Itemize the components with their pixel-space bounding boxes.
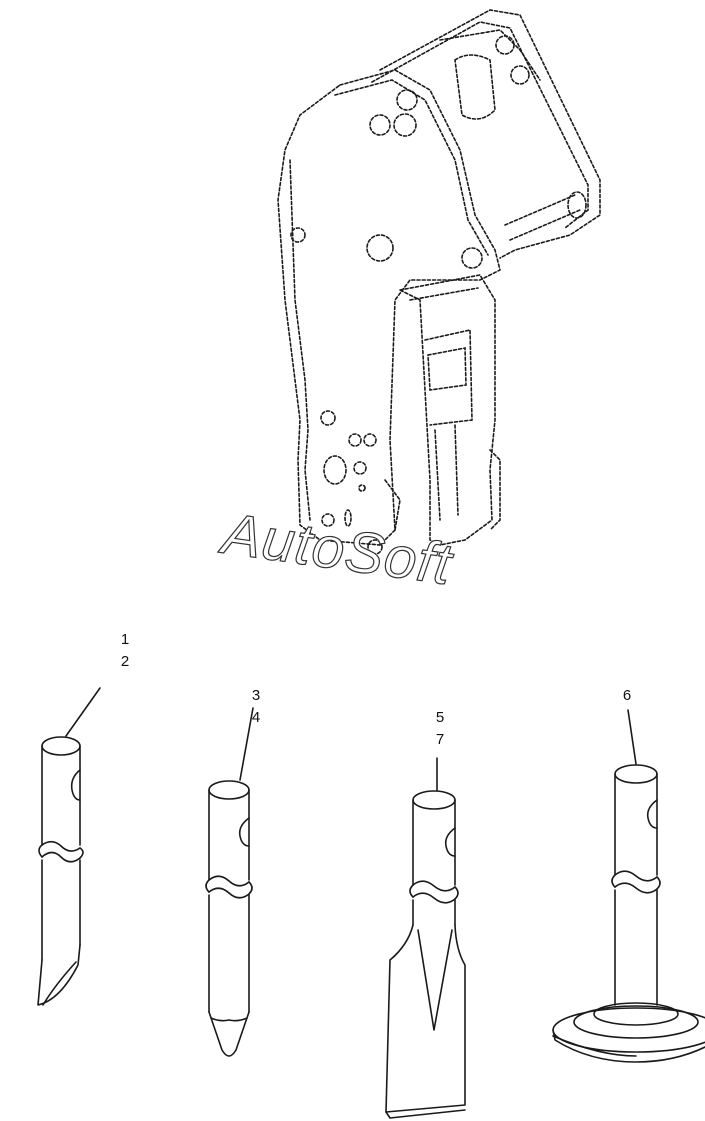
- tool-tamping-pad: [552, 709, 705, 1063]
- callout-label-7: 7: [435, 731, 445, 748]
- breaker-housing: [277, 9, 601, 555]
- callout-label-6: 6: [622, 687, 632, 704]
- callout-label-2: 2: [120, 653, 130, 670]
- tool-wide-chisel: [385, 757, 466, 1119]
- callout-label-4: 4: [251, 709, 261, 726]
- tool-moil-point: [205, 707, 254, 1057]
- tool-chisel-oblique: [37, 687, 101, 1006]
- callout-label-5: 5: [435, 709, 445, 726]
- callout-label-1: 1: [120, 631, 130, 648]
- callout-label-3: 3: [251, 687, 261, 704]
